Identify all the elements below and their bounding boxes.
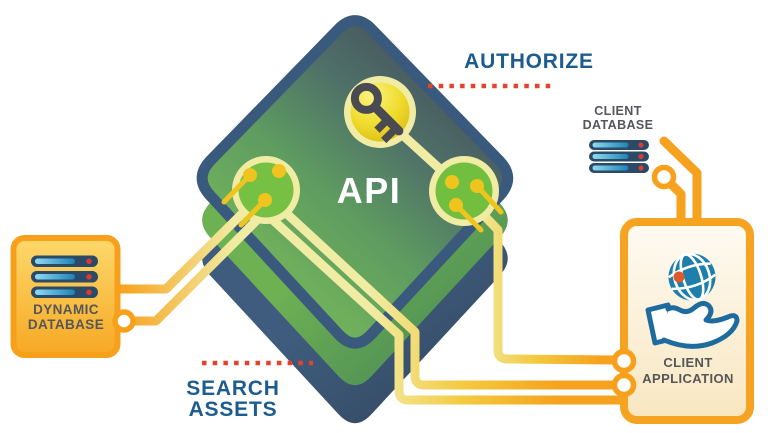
client-database-line1: CLIENT [594, 104, 642, 118]
client-application-line2: APPLICATION [642, 371, 734, 386]
key-glyph [350, 82, 404, 144]
connector-node-icon-client-db [651, 164, 677, 190]
globe-icon [668, 252, 717, 302]
client-application-card [620, 218, 754, 424]
trace-node-to-app-inner [267, 195, 621, 390]
connector-node-icons [112, 164, 677, 398]
trace-clientdb-diagonal [659, 136, 702, 231]
diamond-front-face [196, 15, 514, 349]
client-database-line2: DATABASE [582, 118, 654, 132]
key-icon [344, 76, 416, 148]
search-assets-line2: ASSETS [188, 398, 278, 421]
trace-node-to-app-outer [257, 205, 637, 405]
globe-marker-dot [673, 271, 685, 283]
api-label: API [336, 170, 402, 211]
search-assets-line1: SEARCH [186, 377, 280, 400]
client-database-label: CLIENT DATABASE [583, 104, 654, 132]
connector-node-icon-app-lower [611, 372, 637, 398]
dynamic-database-line1: DYNAMIC [33, 302, 99, 317]
connector-node-icon-dynamic-db [112, 309, 136, 333]
database-icon [31, 255, 98, 298]
connector-node-icon-app-upper [611, 348, 637, 374]
authorize-label: AUTHORIZE [464, 50, 594, 73]
circuit-node-icon-right [429, 156, 504, 233]
client-application-label: CLIENT APPLICATION [642, 355, 734, 387]
trace-db-to-node-upper [113, 193, 263, 294]
client-application-line1: CLIENT [663, 355, 713, 370]
search-assets-label: SEARCH ASSETS [186, 378, 279, 420]
trace-authnode-to-app [469, 200, 621, 365]
circuit-node-icon-left [221, 156, 300, 228]
dynamic-database-line2: DATABASE [27, 317, 105, 332]
dynamic-database-card [10, 235, 121, 358]
dynamic-database-label: DYNAMIC DATABASE [28, 302, 104, 332]
client-database-icon [589, 140, 649, 173]
hand-icon [645, 300, 740, 349]
trace-db-to-node-lower [128, 202, 275, 326]
